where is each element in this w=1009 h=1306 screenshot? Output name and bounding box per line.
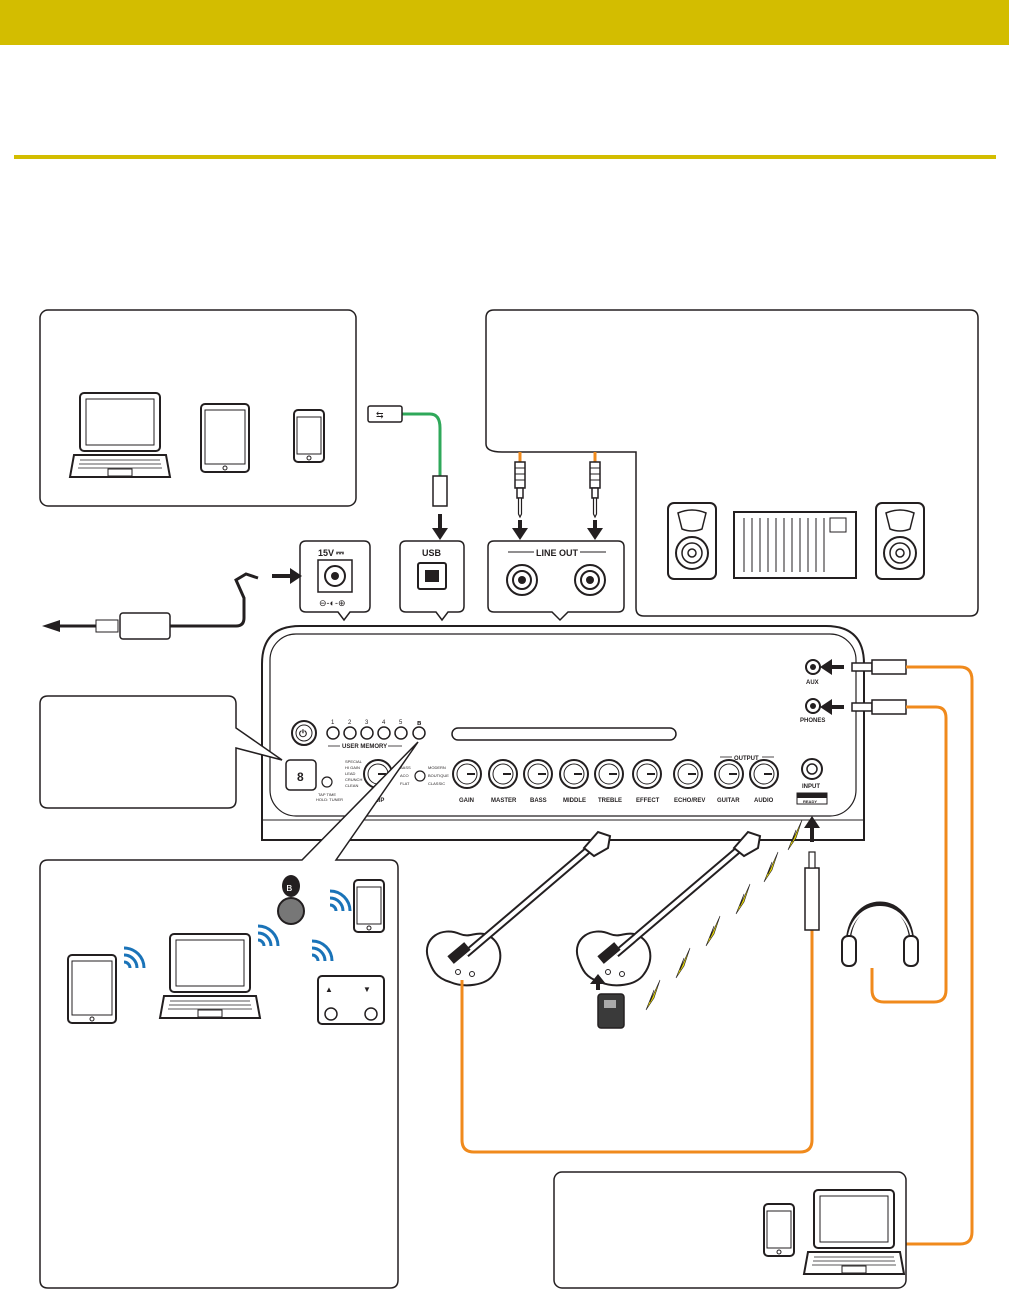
svg-text:HOLD: TUNER: HOLD: TUNER [316,797,343,802]
line-out-label: LINE OUT [536,548,579,558]
polarity-mark: ⊖-◐-⊕ [319,598,346,608]
wireless-transmitter-icon [597,993,625,1029]
bluetooth-icon: ʙ [286,881,292,894]
mixer-icon [733,511,857,579]
svg-text:▼: ▼ [363,985,371,994]
svg-text:▲: ▲ [325,985,333,994]
usb-port-callout: USB [399,540,465,622]
input-label: INPUT [802,784,820,790]
handle-slot [451,727,677,741]
bluetooth-button[interactable]: ʙ [412,720,426,740]
tablet-icon [67,954,117,1024]
svg-text:1: 1 [331,720,335,726]
dc-symbol: ⎓ [336,548,344,559]
header-divider [14,155,996,159]
guitar-cable [460,930,814,1154]
footswitch-icon: ▲ ▼ [317,975,385,1025]
svg-text:2: 2 [348,720,352,726]
pa-speaker-icon [667,502,717,580]
svg-text:3: 3 [365,720,369,726]
aux-plug [851,659,907,675]
svg-text:CLEAN: CLEAN [345,783,358,788]
svg-text:GUITAR: GUITAR [717,798,740,804]
input-jack: INPUT READY [796,758,828,805]
smartphone-icon [353,879,385,933]
svg-text:MASTER: MASTER [491,798,517,804]
svg-text:8: 8 [297,770,304,784]
svg-text:BASS: BASS [530,798,547,804]
line-out-callout: LINE OUT [487,540,625,622]
wireless-ready-label: READY [803,799,817,804]
aux-cable [906,665,974,1246]
phones-label: PHONES [800,718,825,724]
control-knobs: GAIN MASTER BASS MIDDLE TREBLE EFFECT EC… [452,756,779,804]
svg-text:EFFECT: EFFECT [636,798,660,804]
user-memory-label: USER MEMORY [342,744,387,750]
aux-label: AUX [806,680,819,686]
laptop-icon [803,1189,905,1275]
bluetooth-button-closeup: ʙ [277,875,305,925]
svg-text:CLASSIC: CLASSIC [428,781,445,786]
tuner-display [285,759,317,791]
svg-text:LEAD: LEAD [345,771,356,776]
user-memory-buttons: 1 2 3 4 5 USER MEMORY [326,720,408,750]
tablet-icon [200,403,250,473]
headphones-icon [841,901,919,967]
svg-text:4: 4 [382,720,386,726]
svg-text:MODERN: MODERN [428,765,446,770]
svg-text:MIDDLE: MIDDLE [563,798,586,804]
laptop-icon [69,392,171,478]
svg-text:FLAT: FLAT [400,781,410,786]
pa-speaker-icon [875,502,925,580]
power-adapter [42,568,302,640]
aux-jack: AUX [805,659,821,686]
svg-text:CRUNCH: CRUNCH [345,777,362,782]
svg-text:BASS: BASS [400,765,411,770]
input-plug [804,851,820,931]
wireless-signal-icon [645,819,803,1011]
usb-cable [400,412,442,480]
phones-jack: PHONES [800,698,825,724]
usb-port-label: USB [422,548,442,558]
tap-button [321,776,333,788]
power-icon: ⏻ [299,728,307,740]
svg-text:BOUTIQUE: BOUTIQUE [428,773,449,778]
svg-text:ACO: ACO [400,773,409,778]
power-jack-callout: 15V ⎓ ⊖-◐-⊕ [299,540,371,622]
header-bar [0,0,1009,45]
usb-icon: ⇆ [376,410,384,420]
svg-text:ECHO/REV: ECHO/REV [674,798,705,804]
svg-text:HI GAIN: HI GAIN [345,765,360,770]
svg-text:TAP TIME: TAP TIME [318,792,336,797]
phones-cable [870,705,948,1004]
smartphone-icon [293,409,325,463]
svg-text:GAIN: GAIN [459,798,474,804]
output-label: OUTPUT [734,756,759,762]
svg-text:AUDIO: AUDIO [754,798,774,804]
laptop-icon [159,933,261,1019]
guitar-icon [577,832,760,985]
smartphone-icon [763,1203,795,1257]
bluetooth-icon: ʙ [417,720,422,727]
power-label: 15V [318,548,334,558]
svg-text:SPECIAL: SPECIAL [345,759,363,764]
power-button[interactable]: ⏻ [291,720,317,746]
svg-text:TREBLE: TREBLE [598,798,622,804]
display-callout-box [39,695,283,809]
svg-text:5: 5 [399,720,403,726]
